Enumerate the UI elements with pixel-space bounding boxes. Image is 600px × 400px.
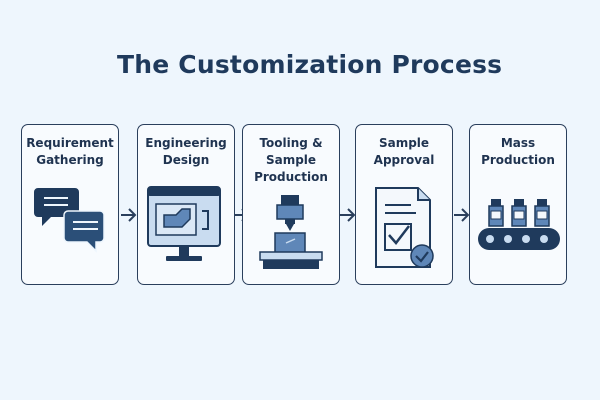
cad-monitor-icon: [147, 186, 221, 261]
step-label: Requirement Gathering: [26, 136, 114, 167]
approved-document-icon: [375, 187, 434, 268]
step-sample-approval: Sample Approval: [355, 124, 453, 285]
cnc-machine-icon: [259, 195, 323, 269]
chat-bubbles-icon: [34, 188, 105, 253]
step-label: Engineering Design: [145, 136, 227, 167]
conveyor-belt-icon: [478, 199, 560, 250]
arrow-right-icon: [340, 208, 356, 222]
step-engineering-design: Engineering Design: [137, 124, 235, 285]
step-label: Sample Approval: [373, 136, 435, 167]
step-label: Mass Production: [481, 136, 555, 167]
step-label: Tooling & Sample Production: [254, 136, 328, 184]
arrow-right-icon: [454, 208, 470, 222]
arrow-right-icon: [121, 208, 137, 222]
step-requirement-gathering: Requirement Gathering: [21, 124, 119, 285]
step-mass-production: Mass Production: [469, 124, 567, 285]
step-tooling-sample-production: Tooling & Sample Production: [242, 124, 340, 285]
diagram-title: The Customization Process: [117, 50, 503, 79]
